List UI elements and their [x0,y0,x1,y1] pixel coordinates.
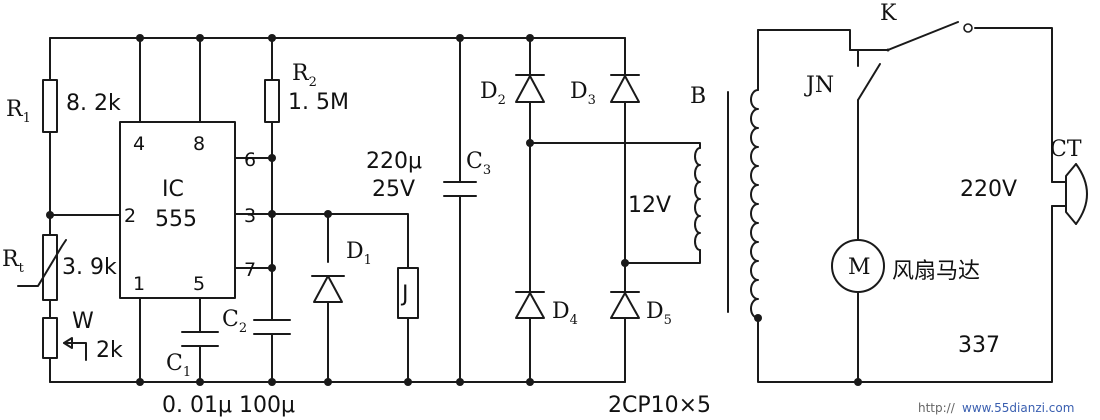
diode-d3 [610,74,640,103]
plug-ct [1065,163,1088,225]
label-rt: Rt [2,247,25,276]
pin-5-label: 5 [193,273,205,295]
label-d2: D2 [480,79,506,108]
control-wiring [49,37,626,383]
pin-4-label: 4 [133,133,145,155]
label-secondary-voltage: 12V [628,193,671,218]
label-ic-name: IC [162,177,184,202]
bridge-wiring [459,37,701,383]
label-d5: D5 [646,299,672,328]
label-c1-c2-values: 0. 01μ 100μ [162,393,295,418]
thermistor-rt [17,234,67,301]
diode-d2 [515,74,545,103]
label-transformer-b: B [690,84,706,109]
resistor-r1 [42,79,58,133]
relay-contact-jn [849,49,881,101]
label-d3: D3 [570,79,596,108]
label-w: W [72,309,94,334]
label-r2: R2 [292,61,317,90]
label-ic-part: 555 [155,207,197,232]
watermark: http:// www.55dianzi.com [918,401,1074,415]
label-relay-contact-jn: JN [804,73,834,98]
potentiometer-w [42,317,87,361]
ic-555-timer [119,121,236,299]
label-c3: C3 [466,149,491,178]
label-mains-voltage: 220V [960,177,1017,202]
pin-8-label: 8 [193,133,205,155]
diode-d5 [610,291,640,319]
label-c1: C1 [166,351,191,380]
label-c3-capacitance: 220μ [366,149,422,174]
pin-7-label: 7 [244,259,256,281]
pin-3-label: 3 [244,205,256,227]
fan-motor-m [831,239,885,293]
pin-6-label: 6 [244,149,256,171]
mains-wiring [757,27,1067,383]
label-d4: D4 [552,299,578,328]
label-switch-k: K [880,1,897,26]
pin-2-label: 2 [124,205,136,227]
label-w-value: 2k [96,338,123,363]
relay-coil-j [397,267,419,319]
label-r2-value: 1. 5M [288,90,349,115]
label-relay-j: J [400,282,409,307]
pin-1-label: 1 [133,273,145,295]
label-rt-value: 3. 9k [62,255,117,280]
label-d1: D1 [346,239,372,268]
junction-dots [46,34,862,386]
label-motor-m: M [848,255,871,280]
component-labels: R1 8. 2k R2 1. 5M Rt 3. 9k W 2k IC 555 4… [2,1,1082,418]
transformer-b [694,89,759,319]
label-r1: R1 [6,97,31,126]
label-motor-name: 风扇马达 [892,259,980,284]
capacitor-c3 [443,181,477,197]
resistor-r2 [264,79,280,123]
switch-k [886,21,973,52]
label-r1-value: 8. 2k [66,91,121,116]
label-motor-model: 337 [958,333,1000,358]
diode-d1 [311,275,345,303]
label-c2: C2 [222,307,247,336]
capacitor-c2 [253,319,291,335]
watermark-site: www.55dianzi.com [962,401,1074,415]
label-c3-voltage: 25V [372,177,415,202]
capacitor-c1 [181,331,219,347]
diode-d4 [515,291,545,319]
watermark-prefix: http:// [918,401,956,415]
label-plug-ct: CT [1050,137,1082,162]
label-diode-part: 2CP10×5 [608,393,711,418]
